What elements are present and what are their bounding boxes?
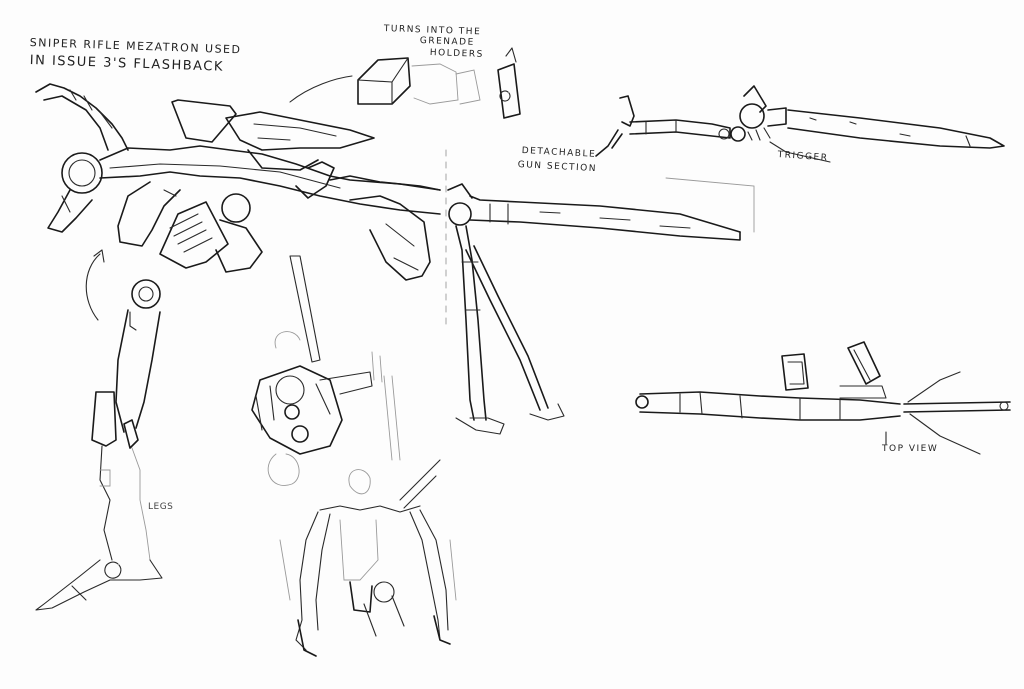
transforming-figure <box>251 255 401 486</box>
robot-figure-crouching <box>279 459 457 657</box>
grenade-annotation-line2: grenade <box>419 36 475 48</box>
legs-annotation: Legs <box>148 502 174 512</box>
top-view-annotation: Top view <box>882 444 939 454</box>
rifle-side-view <box>35 75 755 435</box>
rifle-top-view <box>635 341 1011 455</box>
grenade-holders <box>357 47 521 119</box>
robot-leg <box>35 279 163 611</box>
detached-gun-section <box>595 85 1005 163</box>
grenade-annotation-line3: holders <box>429 48 484 60</box>
